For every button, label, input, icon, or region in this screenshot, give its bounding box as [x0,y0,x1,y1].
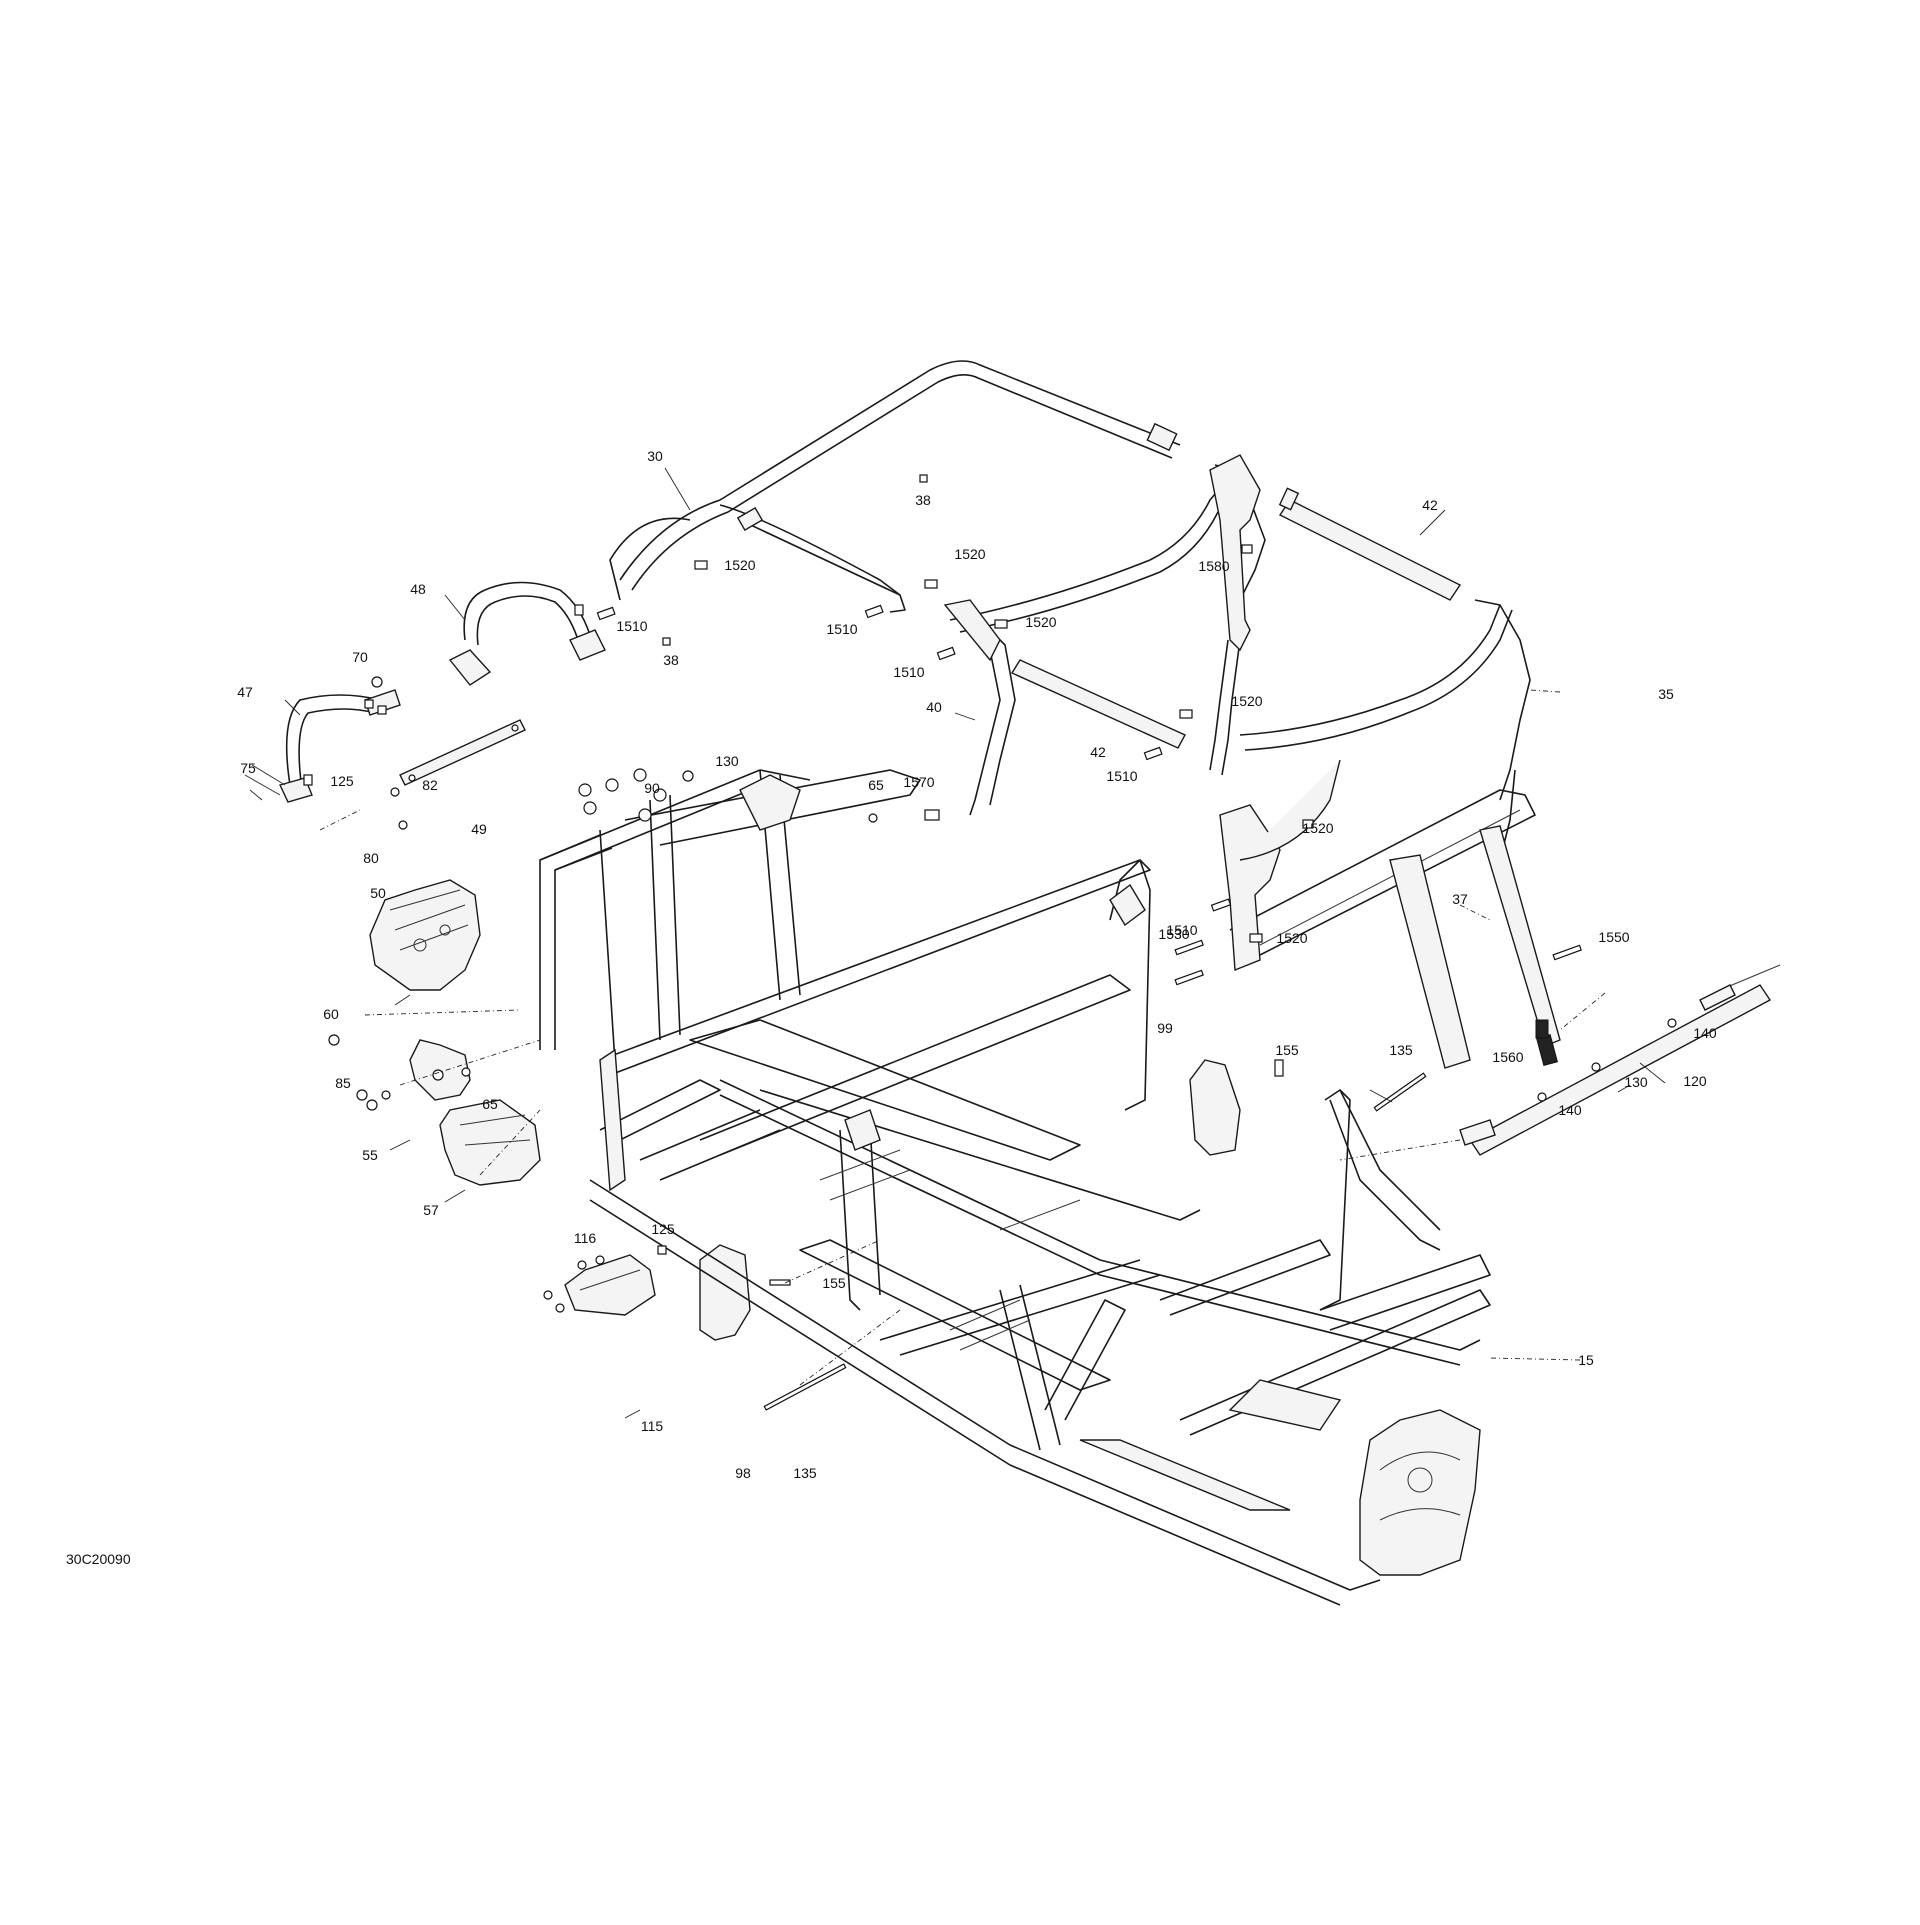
callout-130: 130 [1624,1074,1648,1090]
callout-1510: 1510 [1166,922,1198,938]
leader-lines [249,467,1666,1419]
bracket-115 [564,1254,656,1316]
callout-1520: 1520 [954,546,986,562]
callout-42: 42 [1422,497,1438,513]
bar-47 [244,689,401,803]
callout-49: 49 [471,821,487,837]
callout-1520: 1520 [1025,614,1057,630]
callout-1510: 1510 [1106,768,1138,784]
bar-48 [448,581,606,686]
callout-48: 48 [410,581,426,597]
callout-35: 35 [1658,686,1674,702]
callout-1530: 1530 [1158,926,1190,942]
callout-1510: 1510 [893,664,925,680]
callout-37: 37 [1452,891,1468,907]
bar-49 [399,719,526,786]
callout-57: 57 [423,1202,439,1218]
bracket-57 [439,1099,541,1186]
callout-140: 140 [1558,1102,1582,1118]
rear-cage-side [1209,454,1341,972]
callout-42: 42 [1090,744,1106,760]
callout-1550: 1550 [1598,929,1630,945]
callout-80: 80 [363,850,379,866]
bar-120 [1459,964,1781,1156]
callout-75: 75 [240,760,256,776]
roll-cage-front-section [609,360,1181,613]
callout-65: 65 [868,777,884,793]
callout-155: 155 [822,1275,846,1291]
callout-1580: 1580 [1198,558,1230,574]
callout-98: 98 [735,1465,751,1481]
callout-120: 120 [1683,1073,1707,1089]
callout-135: 135 [1389,1042,1413,1058]
callout-125: 125 [651,1221,675,1237]
callout-115: 115 [640,1418,664,1434]
callout-90: 90 [644,780,660,796]
callout-38: 38 [915,492,931,508]
callout-40: 40 [926,699,942,715]
hardware [303,474,1677,1411]
callout-1520: 1520 [1231,693,1263,709]
callout-1510: 1510 [616,618,648,634]
callout-15: 15 [1578,1352,1594,1368]
bracket-99 [1189,1059,1241,1156]
callout-85: 85 [335,1075,351,1091]
callout-82: 82 [422,777,438,793]
callout-65: 65 [482,1096,498,1112]
callout-140: 140 [1693,1025,1717,1041]
callout-1520: 1520 [1276,930,1308,946]
bracket-55 [409,1039,471,1101]
callout-70: 70 [352,649,368,665]
callout-50: 50 [370,885,386,901]
callout-125: 125 [330,773,354,789]
main-frame-15 [539,769,1491,1606]
tube-42-middle [1010,659,1186,749]
callout-60: 60 [323,1006,339,1022]
callout-1520: 1520 [724,557,756,573]
tube-42-top [1278,487,1462,601]
bracket-50 [369,879,481,991]
bars-37 [1389,825,1561,1069]
bracket-98 [699,1244,751,1341]
callout-47: 47 [237,684,253,700]
callout-38: 38 [663,652,679,668]
bar-40 [943,599,1016,816]
callout-130: 130 [715,753,739,769]
callout-1560: 1560 [1492,1049,1524,1065]
callout-155: 155 [1275,1042,1299,1058]
callout-99: 99 [1157,1020,1173,1036]
callout-1570: 1570 [903,774,935,790]
callout-135: 135 [793,1465,817,1481]
callout-116: 116 [573,1230,597,1246]
callout-30: 30 [647,448,663,464]
figure-id: 30C20090 [66,1551,131,1567]
callout-1510: 1510 [826,621,858,637]
callout-55: 55 [362,1147,378,1163]
callout-1520: 1520 [1302,820,1334,836]
